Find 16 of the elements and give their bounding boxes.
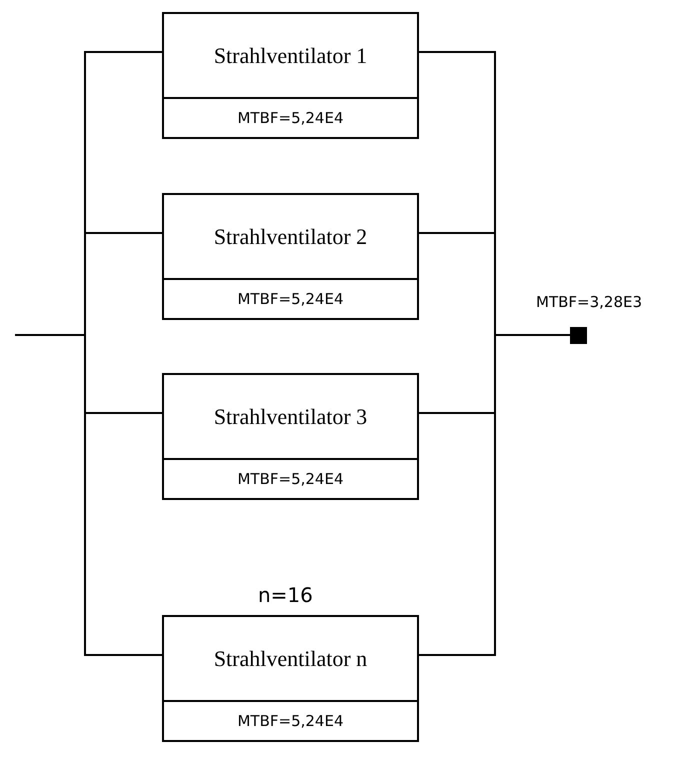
mtbf-value: MTBF=5,24E4 <box>236 711 344 732</box>
component-box <box>162 615 419 742</box>
component-name: Strahlventilator 1 <box>214 42 368 68</box>
mtbf-value: MTBF=5,24E4 <box>236 108 344 129</box>
mtbf-value: MTBF=5,24E4 <box>236 289 344 310</box>
mtbf-value: MTBF=5,24E4 <box>236 469 344 490</box>
component-name: Strahlventilator 2 <box>214 224 368 250</box>
component-name: Strahlventilator n <box>214 646 368 672</box>
component-name: Strahlventilator 3 <box>214 404 368 430</box>
output-terminal <box>570 327 587 344</box>
component-box <box>162 12 419 139</box>
connector-line <box>15 334 162 656</box>
component-box <box>162 193 419 320</box>
count-label: n=16 <box>258 583 313 607</box>
component-box <box>162 373 419 500</box>
mtbf-value: MTBF=3,28E3 <box>536 293 642 311</box>
